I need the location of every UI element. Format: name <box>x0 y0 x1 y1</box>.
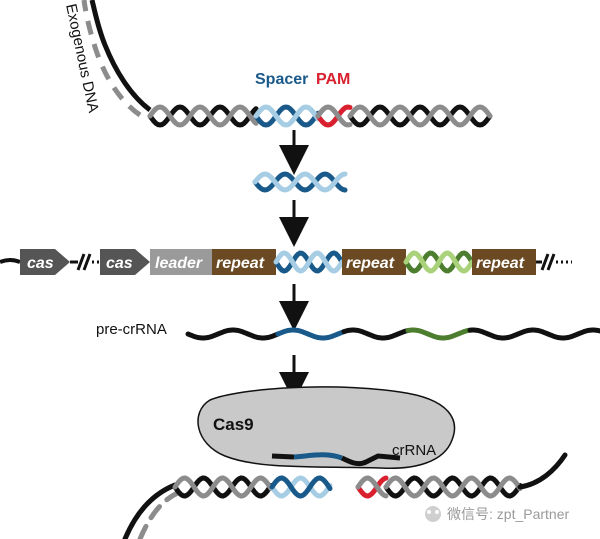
wechat-icon-inner <box>427 510 431 514</box>
bottom-left-curve-a <box>122 482 178 539</box>
cas-gene-2-label: cas <box>106 255 133 272</box>
top-helix-strand-a-1 <box>253 104 321 128</box>
bottom-helix-left-strand-a-0 <box>172 475 274 499</box>
gap-marks-right <box>536 253 572 271</box>
wechat-icon-inner-2 <box>435 510 439 514</box>
repeat-label-1: repeat <box>216 255 265 272</box>
gap-marks-left <box>70 253 100 271</box>
leader-label: leader <box>155 255 203 272</box>
pam-label: PAM <box>316 71 350 88</box>
crrna-label: crRNA <box>392 442 436 459</box>
exogenous-dna-strand-b <box>81 0 142 118</box>
array-spacer-2-helix <box>403 250 475 274</box>
top-helix-strand-a-0 <box>147 104 259 128</box>
repeat-box-1 <box>212 249 276 275</box>
exogenous-dna-strand-a <box>89 0 152 112</box>
bottom-left-curve-b <box>137 489 183 539</box>
array-spacer-2-strand-b-0 <box>403 250 475 274</box>
exogenous-dna-helix <box>81 0 493 128</box>
repeat-label-2: repeat <box>346 255 395 272</box>
wechat-icon <box>425 506 441 522</box>
top-helix-strands <box>147 104 493 128</box>
spacer-fragment-helix <box>252 171 348 193</box>
cas9-label: Cas9 <box>213 415 254 434</box>
bottom-helix-right-strand-a-0 <box>355 475 389 499</box>
bottom-helix-right-strand-b-0 <box>355 475 389 499</box>
top-helix-strand-b-3 <box>347 104 493 128</box>
repeat-box-3 <box>472 249 536 275</box>
leader-box <box>150 249 212 275</box>
pre-crrna-spacer-2 <box>405 327 473 341</box>
pre-crrna-repeat-1 <box>185 327 281 341</box>
bottom-helix-right-strand-a-1 <box>383 475 523 499</box>
bottom-right-curve-a <box>517 452 568 490</box>
target-dna-helix <box>122 452 568 539</box>
bottom-helix-right-strand-b-1 <box>383 475 523 499</box>
watermark: 微信号: zpt_Partner <box>425 506 569 522</box>
pre-crrna-strand <box>185 327 600 341</box>
pre-crrna-label: pre-crRNA <box>96 321 167 338</box>
spacer-label: Spacer <box>255 71 308 88</box>
cas-gene-1 <box>20 249 70 275</box>
crrna-strand <box>271 452 401 467</box>
top-helix-strand-b-1 <box>253 104 321 128</box>
pre-crrna-repeat-3 <box>467 327 600 341</box>
spacer-fragment-strand-a-0 <box>252 171 348 193</box>
cas-gene-1-label: cas <box>27 255 54 272</box>
bottom-helix-left-strand-b-1 <box>269 475 333 499</box>
bottom-helix-left-strand-a-1 <box>269 475 333 499</box>
pre-crrna-repeat-2 <box>341 327 411 341</box>
cas-gene-2 <box>100 249 150 275</box>
array-spacer-1-strand-b-0 <box>273 250 345 274</box>
top-helix-strand-a-3 <box>347 104 493 128</box>
top-helix-strand-a-2 <box>315 104 353 128</box>
repeat-label-3: repeat <box>476 255 525 272</box>
spacer-fragment-strand-b-0 <box>252 171 348 193</box>
cas9-protein <box>197 386 456 470</box>
repeat-box-2 <box>342 249 406 275</box>
top-helix-strand-b-2 <box>315 104 353 128</box>
bottom-helix-left-strand-b-0 <box>172 475 274 499</box>
crispr-array: cas cas leader repeat repeat repeat <box>0 249 572 275</box>
pre-crrna-spacer-1 <box>275 327 347 341</box>
watermark-text: 微信号: zpt_Partner <box>447 506 569 522</box>
top-helix-strand-b-0 <box>147 104 259 128</box>
array-left-line <box>0 258 21 264</box>
array-spacer-1-helix <box>273 250 345 274</box>
